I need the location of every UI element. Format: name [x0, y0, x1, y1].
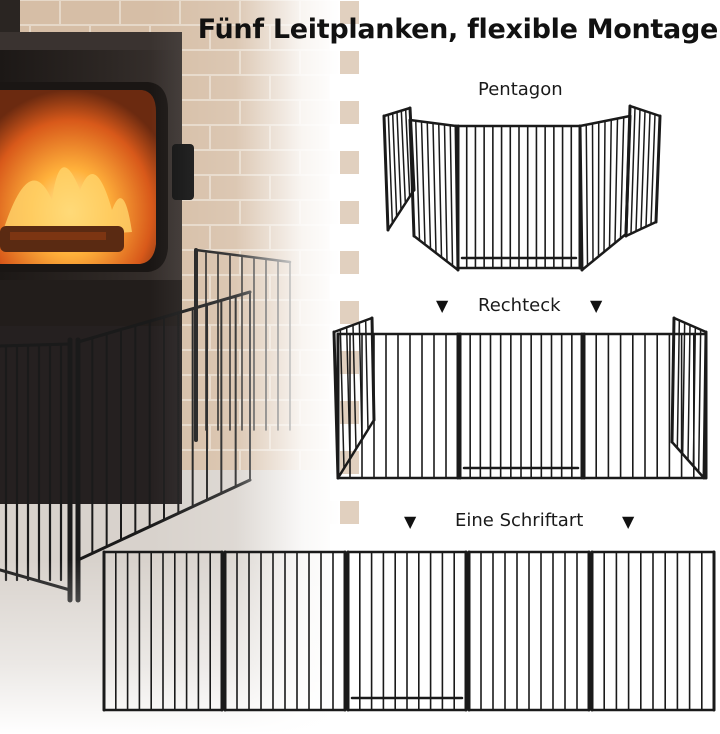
- rectangle-fence: [332, 316, 708, 480]
- pentagon-label: Pentagon: [478, 79, 563, 100]
- headline: Fünf Leitplanken, flexible Montage: [197, 14, 719, 45]
- arrow-down-icon: ▼: [622, 512, 635, 531]
- arrow-down-icon: ▼: [436, 296, 449, 315]
- arrow-down-icon: ▼: [404, 512, 417, 531]
- straight-fence: [102, 550, 716, 712]
- rectangle-label: Rechteck: [478, 295, 561, 316]
- straight-label: Eine Schriftart: [455, 510, 584, 531]
- arrow-down-icon: ▼: [590, 296, 603, 315]
- pentagon-fence: [382, 104, 662, 272]
